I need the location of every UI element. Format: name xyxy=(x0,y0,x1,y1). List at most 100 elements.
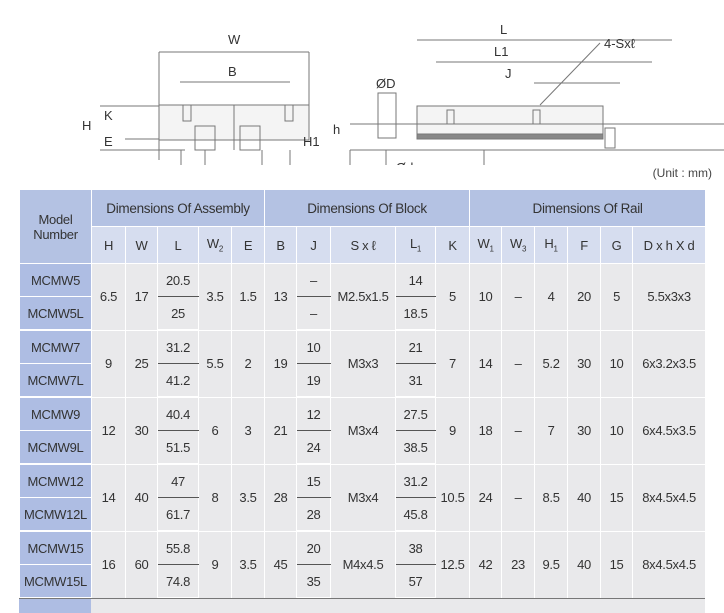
column-header: H xyxy=(91,226,126,264)
column-header: W2 xyxy=(198,226,232,264)
cell-w2: 5.5 xyxy=(198,329,232,398)
model-cell: MCMW12 xyxy=(19,463,92,498)
cell-w3: – xyxy=(501,329,536,398)
cell-h: 16 xyxy=(91,530,126,599)
svg-text:H: H xyxy=(82,118,91,133)
cell-h: 6.5 xyxy=(91,263,126,331)
model-number-header: Model Number xyxy=(19,189,92,264)
cell-l: 31.2 xyxy=(157,329,199,364)
cell-j: 19 xyxy=(296,363,331,398)
cell-h1: 4 xyxy=(534,263,569,331)
column-header: G xyxy=(600,226,634,264)
column-header: L xyxy=(157,226,199,264)
cell-d: 5.5x3x3 xyxy=(632,263,707,331)
column-header: K xyxy=(434,226,471,264)
svg-text:h: h xyxy=(333,122,340,137)
cell-w: 40 xyxy=(125,463,158,532)
cell-w: 25 xyxy=(125,329,158,398)
cell-h1: 8.5 xyxy=(534,463,569,532)
cell-b: 19 xyxy=(264,329,297,398)
cell-w1: 42 xyxy=(469,530,503,599)
specifications-table: Model Number Dimensions Of Assembly Dime… xyxy=(19,189,707,599)
cell-w1: 10 xyxy=(469,263,503,331)
cell-s: M3x4 xyxy=(330,396,396,465)
cell-k: 12.5 xyxy=(434,530,471,599)
diagram-labels: W B H K E W3 W2 W1 L L1 J 4-Sxℓ ØD h H1 … xyxy=(82,22,636,165)
cell-l1: 38.5 xyxy=(395,430,436,465)
cell-e: 1.5 xyxy=(231,263,265,331)
column-header: W3 xyxy=(501,226,536,264)
cell-g: 15 xyxy=(600,463,634,532)
cell-s: M2.5x1.5 xyxy=(330,263,396,331)
cell-k: 9 xyxy=(434,396,471,465)
cell-k: 7 xyxy=(434,329,471,398)
model-cell: MCMW9L xyxy=(19,430,92,465)
svg-text:Ød: Ød xyxy=(396,160,413,165)
cell-w: 17 xyxy=(125,263,158,331)
front-view-diagram xyxy=(100,51,310,165)
cell-l: 47 xyxy=(157,463,199,498)
cell-h: 9 xyxy=(91,329,126,398)
column-header: L1 xyxy=(395,226,436,264)
cell-l1: 21 xyxy=(395,329,436,364)
cell-l1: 14 xyxy=(395,263,436,297)
cell-f: 40 xyxy=(567,463,602,532)
cell-k: 10.5 xyxy=(434,463,471,532)
cell-f: 40 xyxy=(567,530,602,599)
cell-j: 15 xyxy=(296,463,331,498)
column-header: F xyxy=(567,226,602,264)
svg-text:ØD: ØD xyxy=(376,76,396,91)
cell-w3: – xyxy=(501,463,536,532)
cell-f: 30 xyxy=(567,396,602,465)
cell-h1: 5.2 xyxy=(534,329,569,398)
cell-g: 10 xyxy=(600,396,634,465)
cell-h: 14 xyxy=(91,463,126,532)
cell-b: 21 xyxy=(264,396,297,465)
cell-s: M3x4 xyxy=(330,463,396,532)
cell-h1: 7 xyxy=(534,396,569,465)
cell-e: 3 xyxy=(231,396,265,465)
svg-text:L: L xyxy=(500,22,507,37)
cell-l1: 31.2 xyxy=(395,463,436,498)
column-header: J xyxy=(296,226,331,264)
cell-l: 41.2 xyxy=(157,363,199,398)
cell-k: 5 xyxy=(434,263,471,331)
cell-w2: 8 xyxy=(198,463,232,532)
cell-e: 3.5 xyxy=(231,530,265,599)
column-header: B xyxy=(264,226,297,264)
cell-w: 60 xyxy=(125,530,158,599)
cell-h1: 9.5 xyxy=(534,530,569,599)
cell-e: 2 xyxy=(231,329,265,398)
model-cell: MCMW12L xyxy=(19,497,92,532)
cell-j: 10 xyxy=(296,329,331,364)
column-header: S x ℓ xyxy=(330,226,396,264)
svg-text:L1: L1 xyxy=(494,44,508,59)
rail-group-header: Dimensions Of Rail xyxy=(469,189,707,227)
cell-j: – xyxy=(296,296,331,331)
svg-text:H1: H1 xyxy=(303,134,320,149)
dimension-diagrams: W B H K E W3 W2 W1 L L1 J 4-Sxℓ ØD h H1 … xyxy=(82,22,724,165)
cell-j: 28 xyxy=(296,497,331,532)
cell-w1: 18 xyxy=(469,396,503,465)
side-view-diagram xyxy=(349,39,724,165)
cell-w2: 9 xyxy=(198,530,232,599)
model-cell: MCMW5L xyxy=(19,296,92,331)
cell-j: – xyxy=(296,263,331,297)
cell-j: 24 xyxy=(296,430,331,465)
cell-g: 15 xyxy=(600,530,634,599)
cell-l: 51.5 xyxy=(157,430,199,465)
cell-l1: 45.8 xyxy=(395,497,436,532)
cell-b: 13 xyxy=(264,263,297,331)
model-cell: MCMW7 xyxy=(19,329,92,364)
assembly-group-header: Dimensions Of Assembly xyxy=(91,189,265,227)
cell-w2: 6 xyxy=(198,396,232,465)
cell-s: M3x3 xyxy=(330,329,396,398)
cell-l1: 31 xyxy=(395,363,436,398)
svg-text:K: K xyxy=(104,108,113,123)
